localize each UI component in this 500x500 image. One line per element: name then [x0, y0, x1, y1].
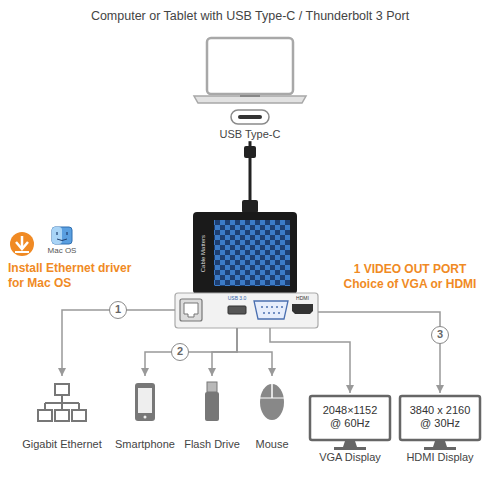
- device-box: Flash Drive: [181, 376, 243, 451]
- node-text: USB Type-C: [220, 128, 281, 141]
- node-text: Gigabit Ethernet: [22, 438, 102, 451]
- device-box: Gigabit Ethernet: [16, 376, 108, 451]
- port-label: HDMI: [296, 295, 309, 301]
- display-box: 3840 x 2160 @ 30HzHDMI Display: [395, 393, 485, 465]
- label-wrap: Mac OS: [48, 246, 77, 256]
- label-wrap: 2: [171, 343, 189, 361]
- connector-arrow: [212, 328, 237, 376]
- laptop-icon: [194, 38, 306, 103]
- flash-drive-icon: [205, 382, 219, 421]
- label-wrap: USB 3.0: [228, 295, 247, 301]
- node-text: Smartphone: [115, 438, 175, 451]
- adapter-box: Cable Matters: [175, 212, 318, 328]
- ethernet-icon: [38, 384, 86, 421]
- connector-arrow: [62, 310, 175, 376]
- label-wrap: HDMI: [296, 295, 309, 301]
- usb-c-cable: [249, 141, 252, 212]
- node-text: Mouse: [255, 438, 288, 451]
- hdmi-monitor-icon: [400, 396, 480, 450]
- display-box: 2048×1152 @ 60HzVGA Display: [305, 393, 395, 465]
- callout-number: 3: [431, 326, 449, 344]
- callout-number: 1: [109, 301, 127, 319]
- node-text: 2048×1152 @ 60Hz: [318, 404, 382, 430]
- node-caption: VGA Display: [319, 451, 381, 464]
- video-note: 1 VIDEO OUT PORT Choice of VGA or HDMI: [335, 262, 485, 292]
- node-text: Flash Drive: [184, 438, 240, 451]
- label-wrap: 3: [431, 326, 449, 344]
- label-wrap: 1: [109, 301, 127, 319]
- adapter-ports: [180, 299, 313, 321]
- node-caption: HDMI Display: [406, 451, 473, 464]
- port-label-box: USB Type-C: [210, 106, 290, 141]
- title-wrap: Computer or Tablet with USB Type-C / Thu…: [0, 9, 500, 23]
- port-label: USB 3.0: [228, 295, 247, 301]
- connector-arrow: [318, 312, 440, 393]
- label-wrap: Install Ethernet driver for Mac OS: [8, 261, 148, 291]
- connector-arrow: [237, 328, 272, 376]
- connector-arrow: [270, 328, 350, 393]
- smartphone-icon: [135, 383, 155, 421]
- mouse-icon: [260, 384, 284, 420]
- usb-c-port-icon: [231, 110, 269, 124]
- label-wrap: 1 VIDEO OUT PORT Choice of VGA or HDMI: [335, 262, 485, 292]
- device-box: Smartphone: [112, 376, 178, 451]
- vga-monitor-icon: [310, 396, 390, 450]
- diagram-title: Computer or Tablet with USB Type-C / Thu…: [0, 9, 500, 23]
- adapter-body: [175, 212, 318, 328]
- device-box: Mouse: [252, 376, 292, 451]
- driver-note: Install Ethernet driver for Mac OS: [8, 261, 148, 291]
- node-text: 3840 x 2160 @ 30Hz: [408, 404, 472, 430]
- callout-number: 2: [171, 343, 189, 361]
- node-text: Cable Matters: [200, 235, 207, 272]
- connector-arrow: [145, 328, 237, 376]
- os-label: Mac OS: [48, 246, 77, 256]
